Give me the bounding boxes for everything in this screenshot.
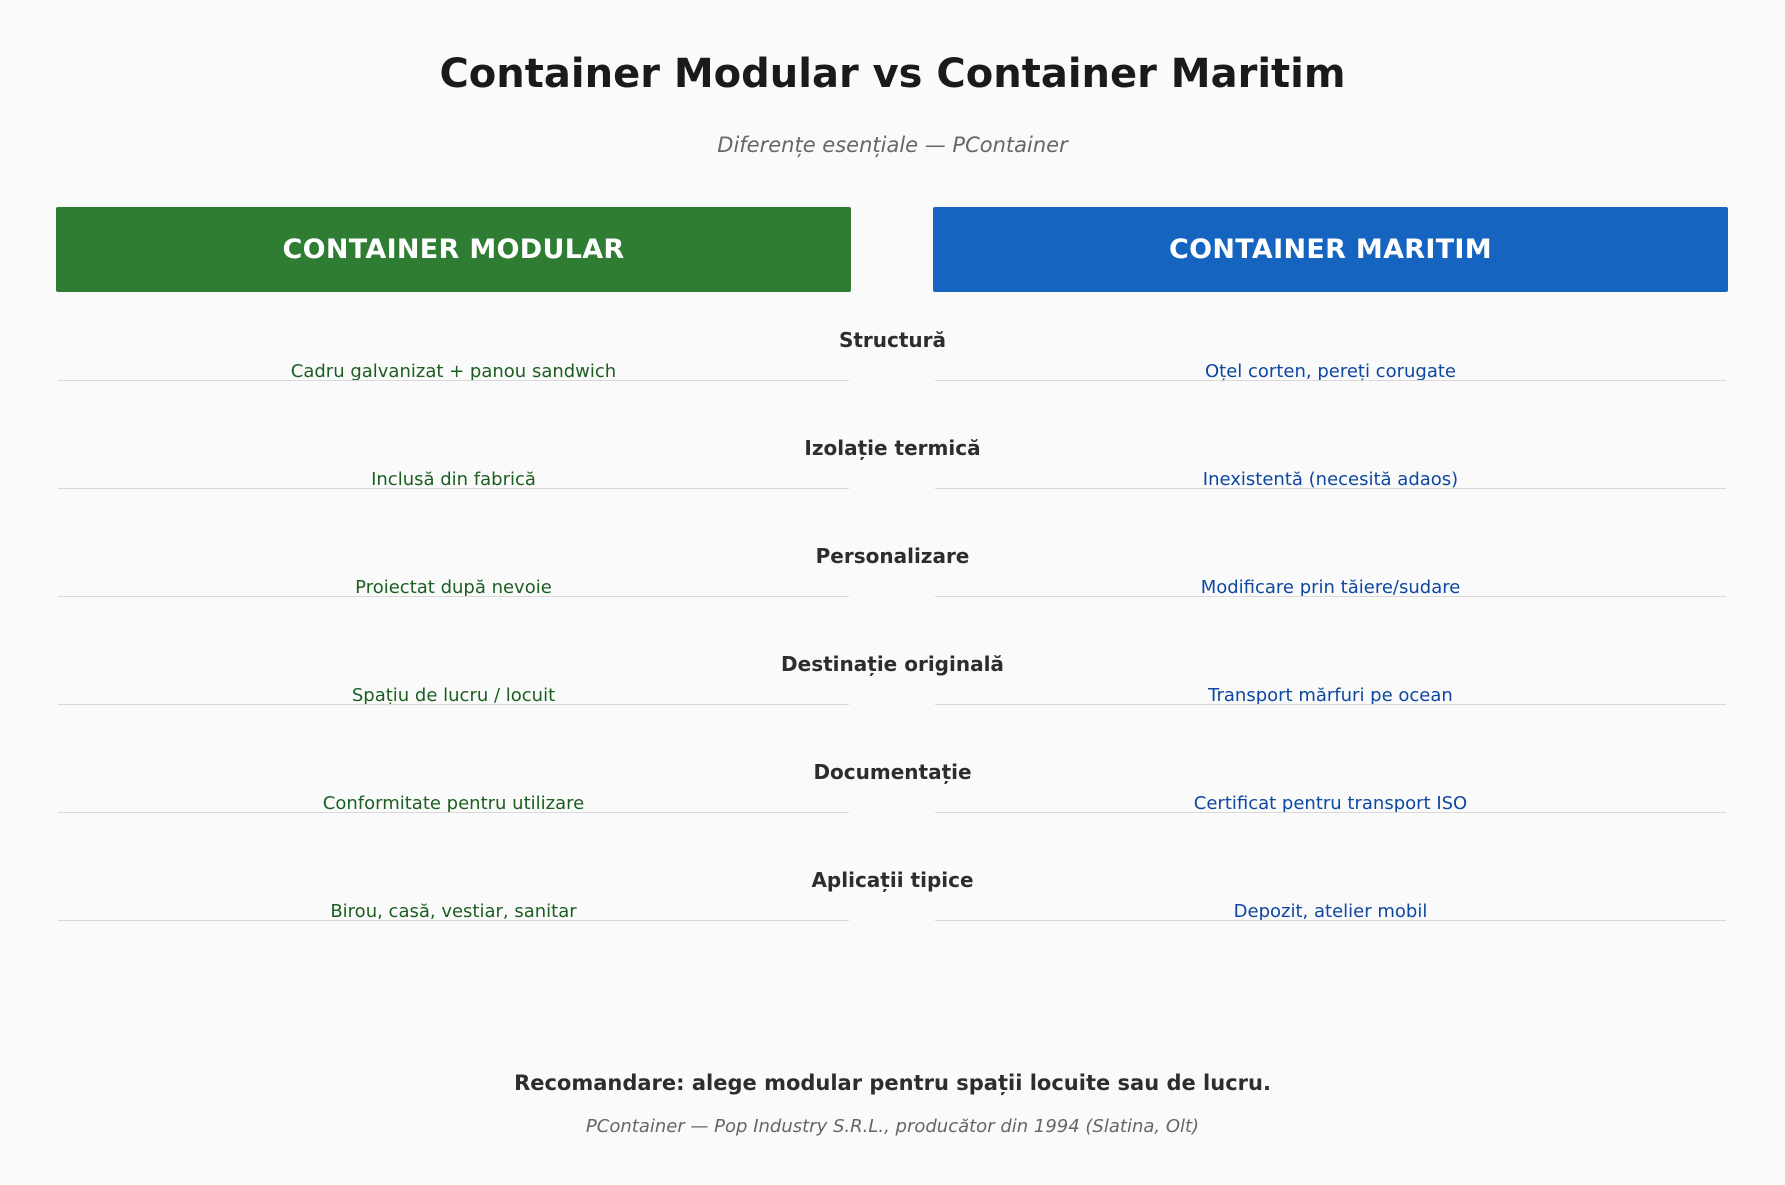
comparison-row: Destinație originală Spațiu de lucru / l… (0, 650, 1785, 758)
maritim-value: Transport mărfuri pe ocean (1208, 685, 1453, 706)
row-divider (58, 380, 849, 381)
modular-value: Spațiu de lucru / locuit (351, 685, 556, 706)
maritim-value: Oțel corten, pereți corugate (1205, 361, 1456, 382)
row-label: Documentație (813, 760, 972, 784)
modular-value: Proiectat după nevoie (355, 577, 552, 598)
comparison-row: Aplicații tipice Birou, casă, vestiar, s… (0, 866, 1785, 974)
row-divider (58, 920, 849, 921)
row-label: Izolație termică (804, 436, 981, 460)
modular-value: Cadru galvanizat + panou sandwich (290, 361, 617, 382)
column-header-modular: CONTAINER MODULAR (56, 207, 851, 292)
column-header-maritim: CONTAINER MARITIM (933, 207, 1728, 292)
row-divider (935, 812, 1726, 813)
modular-value: Inclusă din fabrică (371, 469, 536, 490)
comparison-row: Personalizare Proiectat după nevoie Modi… (0, 542, 1785, 650)
modular-value: Conformitate pentru utilizare (322, 793, 585, 814)
row-divider (58, 704, 849, 705)
comparison-row: Structură Cadru galvanizat + panou sandw… (0, 326, 1785, 434)
row-label: Personalizare (815, 544, 970, 568)
row-divider (935, 920, 1726, 921)
row-label: Destinație originală (781, 652, 1004, 676)
row-divider (935, 488, 1726, 489)
maritim-value: Depozit, atelier mobil (1233, 901, 1428, 922)
page-title: Container Modular vs Container Maritim (439, 51, 1346, 97)
footer-credit: PContainer — Pop Industry S.R.L., produc… (585, 1116, 1200, 1137)
modular-value: Birou, casă, vestiar, sanitar (330, 901, 577, 922)
page-subtitle: Diferențe esențiale — PContainer (717, 133, 1068, 157)
row-label: Aplicații tipice (811, 868, 974, 892)
maritim-value: Modificare prin tăiere/sudare (1200, 577, 1461, 598)
maritim-value: Certificat pentru transport ISO (1193, 793, 1468, 814)
comparison-row: Izolație termică Inclusă din fabrică Ine… (0, 434, 1785, 542)
maritim-value: Inexistentă (necesită adaos) (1202, 469, 1459, 490)
row-divider (935, 596, 1726, 597)
recommendation-text: Recomandare: alege modular pentru spații… (514, 1071, 1271, 1095)
row-label: Structură (838, 328, 947, 352)
row-divider (58, 596, 849, 597)
comparison-row: Documentație Conformitate pentru utiliza… (0, 758, 1785, 866)
row-divider (935, 704, 1726, 705)
row-divider (935, 380, 1726, 381)
row-divider (58, 812, 849, 813)
row-divider (58, 488, 849, 489)
